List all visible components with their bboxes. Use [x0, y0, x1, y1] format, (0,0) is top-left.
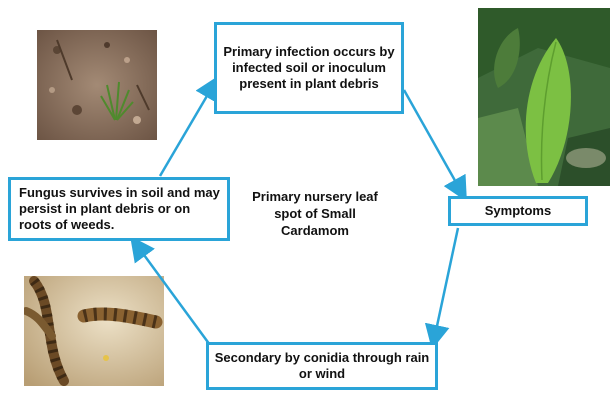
symptoms-text: Symptoms: [485, 203, 551, 219]
diagram-title: Primary nursery leaf spot of Small Carda…: [250, 188, 380, 239]
symptoms-box: Symptoms: [448, 196, 588, 226]
primary-infection-box: Primary infection occurs by infected soi…: [214, 22, 404, 114]
secondary-infection-box: Secondary by conidia through rain or win…: [206, 342, 438, 390]
fungus-survival-text: Fungus survives in soil and may persist …: [19, 185, 223, 233]
primary-infection-text: Primary infection occurs by infected soi…: [221, 44, 397, 92]
arrow-survives-to-primary: [160, 84, 214, 176]
cardamom-leaf-photo: [478, 8, 610, 186]
secondary-infection-text: Secondary by conidia through rain or win…: [213, 350, 431, 382]
arrow-primary-to-symptoms: [404, 90, 462, 193]
conidia-micrograph-photo: [24, 276, 164, 386]
fungus-survival-box: Fungus survives in soil and may persist …: [8, 177, 230, 241]
arrow-symptoms-to-secondary: [434, 228, 458, 340]
seedling-photo: [37, 30, 157, 140]
